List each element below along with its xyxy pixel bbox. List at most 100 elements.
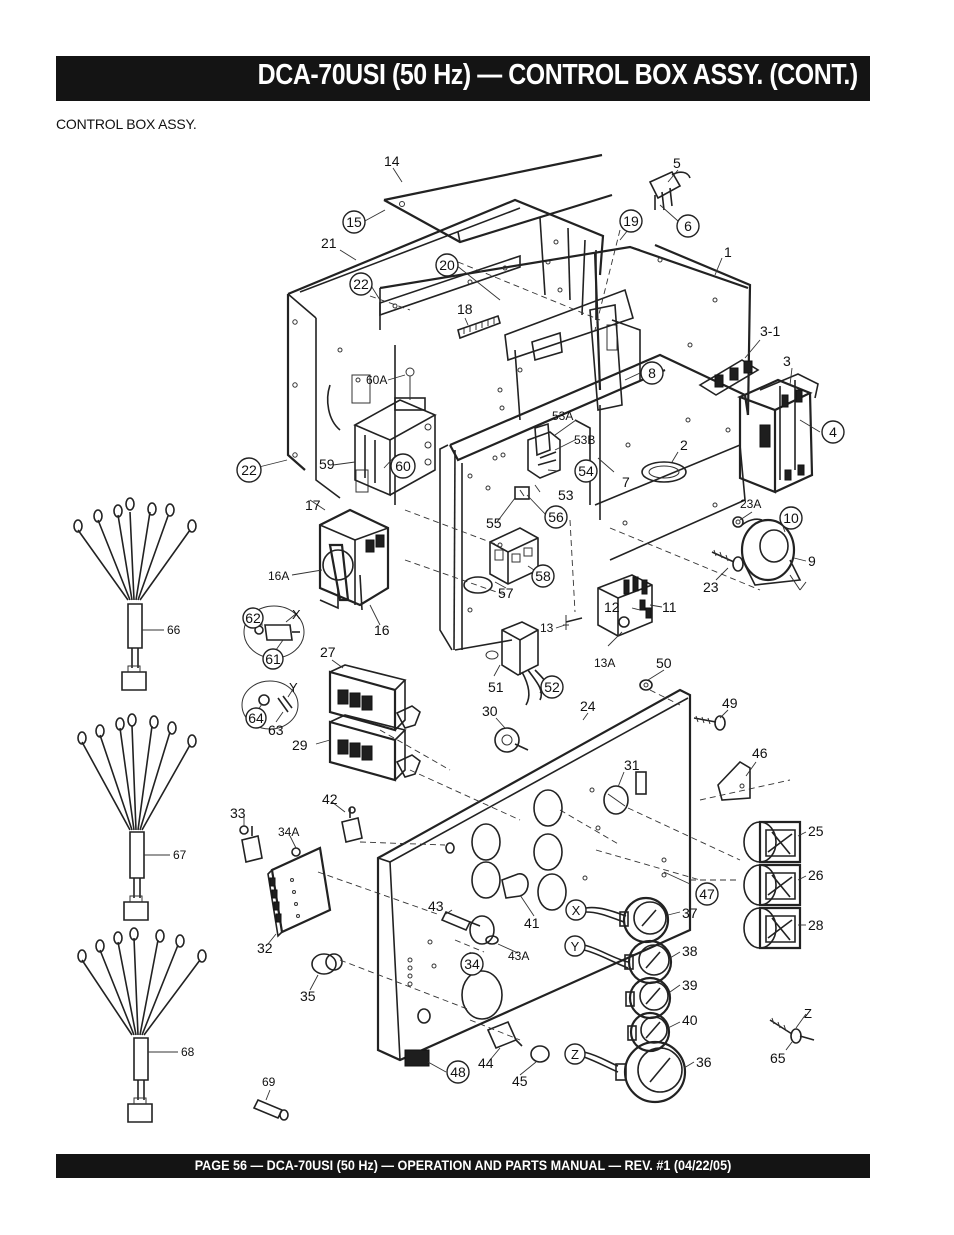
page-title: DCA-70USI (50 Hz) — CONTROL BOX ASSY. (C… bbox=[257, 59, 858, 91]
callout-39: 39 bbox=[682, 977, 698, 993]
callout-19: 19 bbox=[623, 213, 639, 229]
callout-13: 13 bbox=[540, 621, 554, 635]
callout-61: 61 bbox=[265, 651, 281, 667]
rotary-switch-16 bbox=[318, 508, 390, 611]
callout-labels: 14 15 21 22 20 18 19 5 6 1 3-1 3 4 8 2 7… bbox=[167, 153, 837, 1089]
front-control-panel-24 bbox=[376, 688, 692, 1067]
wire-harness-68 bbox=[77, 927, 207, 1123]
push-switch-44 bbox=[486, 1020, 523, 1050]
callout-x-top: X bbox=[292, 607, 301, 622]
callout-1: 1 bbox=[724, 244, 732, 260]
callout-27: 27 bbox=[320, 644, 336, 660]
callout-z-sensor: Z bbox=[804, 1006, 812, 1021]
bracket-46 bbox=[717, 760, 751, 801]
current-transformer-9 bbox=[740, 518, 807, 591]
callout-33: 33 bbox=[230, 805, 246, 821]
callout-13a: 13A bbox=[594, 656, 615, 670]
callout-59: 59 bbox=[319, 456, 335, 472]
callout-66: 66 bbox=[167, 623, 181, 637]
callout-6: 6 bbox=[684, 218, 692, 234]
gauge-wiring bbox=[583, 906, 629, 1073]
control-box-left-wall bbox=[286, 198, 605, 499]
callout-53a: 53A bbox=[552, 409, 573, 423]
callout-3: 3 bbox=[783, 353, 791, 369]
callout-51: 51 bbox=[488, 679, 504, 695]
callout-x-gauge: X bbox=[572, 903, 581, 918]
callout-34a: 34A bbox=[278, 825, 299, 839]
connector-5 bbox=[648, 170, 691, 211]
callout-y-top: Y bbox=[289, 680, 298, 695]
callout-9: 9 bbox=[808, 553, 816, 569]
callout-21: 21 bbox=[321, 235, 337, 251]
page-footer: PAGE 56 — DCA-70USI (50 Hz) — OPERATION … bbox=[194, 1157, 732, 1173]
callout-36: 36 bbox=[696, 1054, 712, 1070]
fuse-69 bbox=[252, 1098, 289, 1121]
callout-53: 53 bbox=[558, 487, 574, 503]
terminal-block-57 bbox=[463, 527, 539, 594]
callout-circles bbox=[236, 209, 845, 1084]
callout-15: 15 bbox=[346, 214, 362, 230]
control-box-floor bbox=[594, 443, 746, 561]
callout-11: 11 bbox=[662, 599, 677, 615]
callout-58: 58 bbox=[535, 568, 551, 584]
callout-47: 47 bbox=[699, 886, 715, 902]
indicator-lamp-26 bbox=[743, 863, 802, 907]
lamp-41 bbox=[501, 873, 529, 899]
callout-67: 67 bbox=[173, 848, 187, 862]
callout-10: 10 bbox=[783, 510, 799, 526]
section-subtitle: CONTROL BOX ASSY. bbox=[56, 116, 197, 132]
callout-30: 30 bbox=[482, 703, 498, 719]
callout-38: 38 bbox=[682, 943, 698, 959]
callout-24: 24 bbox=[580, 698, 596, 714]
callout-48: 48 bbox=[450, 1064, 466, 1080]
callout-62: 62 bbox=[245, 610, 261, 626]
voltage-regulator-60 bbox=[353, 367, 437, 497]
screw-23 bbox=[711, 516, 744, 572]
callout-64: 64 bbox=[248, 710, 264, 726]
callout-40: 40 bbox=[682, 1012, 698, 1028]
callout-y-gauge: Y bbox=[571, 939, 580, 954]
callout-16: 16 bbox=[374, 622, 390, 638]
relay-53 bbox=[514, 422, 561, 500]
callout-45: 45 bbox=[512, 1073, 528, 1089]
callout-43: 43 bbox=[428, 898, 444, 914]
wire-harness-67 bbox=[77, 713, 197, 921]
assembly-dashed-lines bbox=[317, 229, 791, 1041]
callout-3-1: 3-1 bbox=[760, 323, 780, 339]
callout-25: 25 bbox=[808, 823, 824, 839]
callout-44: 44 bbox=[478, 1055, 494, 1071]
callout-50: 50 bbox=[656, 655, 672, 671]
callout-68: 68 bbox=[181, 1045, 195, 1059]
callout-53b: 53B bbox=[574, 433, 595, 447]
callout-42: 42 bbox=[322, 791, 338, 807]
callout-23: 23 bbox=[703, 579, 719, 595]
circuit-breaker-35 bbox=[311, 953, 343, 975]
lamp-socket-43 bbox=[440, 910, 499, 945]
gauge-37 bbox=[619, 896, 670, 944]
top-cover-14 bbox=[383, 153, 613, 244]
circuit-breaker-3 bbox=[698, 359, 819, 494]
gauge-38 bbox=[624, 939, 673, 985]
control-box-front-frame bbox=[439, 288, 750, 651]
callout-31: 31 bbox=[624, 757, 640, 773]
callout-41: 41 bbox=[524, 915, 540, 931]
digital-meter-29 bbox=[328, 714, 421, 782]
callout-2: 2 bbox=[680, 437, 688, 453]
digital-meter-27 bbox=[328, 664, 421, 732]
screw-49 bbox=[693, 715, 726, 731]
callout-69: 69 bbox=[262, 1075, 276, 1089]
indicator-lamp-25 bbox=[743, 820, 802, 864]
callout-60a: 60A bbox=[366, 373, 387, 387]
callout-18: 18 bbox=[457, 301, 473, 317]
callout-8: 8 bbox=[648, 365, 656, 381]
callout-57: 57 bbox=[498, 585, 514, 601]
callout-43a: 43A bbox=[508, 949, 529, 963]
callout-z-gauge: Z bbox=[571, 1047, 579, 1062]
leader-lines bbox=[142, 167, 821, 1101]
callout-63: 63 bbox=[268, 722, 284, 738]
part-63-diode bbox=[241, 680, 299, 730]
callout-54: 54 bbox=[578, 463, 594, 479]
callout-22-left: 22 bbox=[241, 462, 257, 478]
bracket-22 bbox=[379, 254, 521, 317]
